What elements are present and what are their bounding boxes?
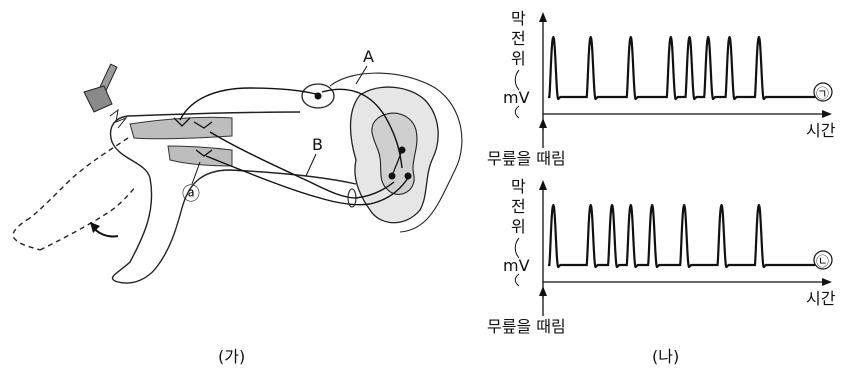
membrane-potential-trace xyxy=(548,205,815,267)
caption-na: (나) xyxy=(652,347,679,366)
ylabel-char-1: 막 xyxy=(511,177,526,196)
motor-cell-body-2 xyxy=(405,173,412,180)
y-unit: mV xyxy=(503,256,530,275)
y-unit: mV xyxy=(503,88,530,107)
caption-ga: (가) xyxy=(218,347,245,366)
label-b-leader xyxy=(306,154,316,176)
label-muscle-a: ⓐ xyxy=(182,184,200,205)
ylabel-char-3: 위 xyxy=(511,49,526,68)
ylabel-char-3: 위 xyxy=(511,217,526,236)
event-label: 무릎을 때림 xyxy=(487,149,566,168)
motor-cell-body xyxy=(389,173,396,180)
event-label: 무릎을 때림 xyxy=(487,317,566,336)
ylabel-paren xyxy=(515,70,519,90)
label-a: A xyxy=(363,47,374,66)
event-arrow-head xyxy=(539,286,547,296)
ylabel-char-2: 전 xyxy=(511,29,526,48)
y-axis-arrow xyxy=(539,12,547,22)
ylabel-paren-close xyxy=(515,106,519,118)
label-b: B xyxy=(312,135,323,154)
y-axis-arrow xyxy=(539,180,547,190)
x-axis-arrow xyxy=(822,278,832,286)
membrane-potential-trace xyxy=(548,37,815,99)
spinal-cord xyxy=(330,73,462,232)
label-muscle-leader xyxy=(192,162,200,184)
ylabel-paren xyxy=(515,238,519,258)
knee-reflex-illustration: A B ⓐ xyxy=(13,47,462,283)
ylabel-char-2: 전 xyxy=(511,197,526,216)
membrane-potential-chart-1: 막 전 위 mV 시간 무릎을 때림 ㉠ xyxy=(487,9,836,168)
ylabel-char-1: 막 xyxy=(511,9,526,28)
membrane-potential-chart-2: 막 전 위 mV 시간 무릎을 때림 ㉡ xyxy=(487,177,836,336)
ylabel-paren-close xyxy=(515,274,519,286)
trace-marker: ㉠ xyxy=(816,87,829,102)
event-arrow-head xyxy=(539,118,547,128)
x-axis-arrow xyxy=(822,110,832,118)
x-label: 시간 xyxy=(806,121,836,140)
reflex-hammer-icon xyxy=(84,64,117,112)
trace-marker: ㉡ xyxy=(816,255,829,270)
x-label: 시간 xyxy=(806,289,836,308)
